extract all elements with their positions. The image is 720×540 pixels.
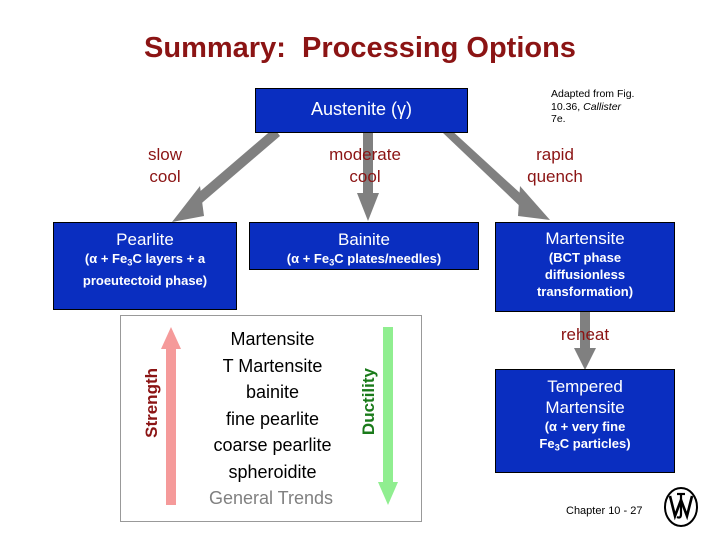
box-martensite-subtext: (BCT phase diffusionless transformation) bbox=[496, 249, 674, 300]
list-item: T Martensite bbox=[222, 355, 323, 376]
tempered-sub-line1: (α + very fine bbox=[544, 419, 626, 434]
list-item: bainite bbox=[245, 382, 300, 402]
tempered-sub-line2-sub: 3 bbox=[554, 442, 560, 453]
tempered-sub-line2-pre: Fe bbox=[539, 436, 555, 451]
box-pearlite-subtext: (α + Fe3C layers + a proeutectoid phase) bbox=[54, 250, 236, 289]
bainite-formula-pre: (α + Fe bbox=[286, 251, 330, 266]
martensite-sub-line1: (BCT phase bbox=[548, 250, 622, 265]
box-bainite-heading: Bainite bbox=[338, 230, 390, 249]
adapted-line-1: Adapted from Fig. bbox=[551, 88, 635, 100]
list-item: coarse pearlite bbox=[213, 435, 332, 455]
adapted-line-2-number: 10.36, bbox=[551, 100, 584, 113]
list-item: spheroidite bbox=[228, 461, 317, 482]
pearlite-formula-post: C layers + a bbox=[132, 251, 206, 266]
arrow-rapid-quench bbox=[440, 128, 555, 224]
pearlite-formula-sub: 3 bbox=[127, 257, 133, 268]
arrow-moderate-cool bbox=[355, 131, 381, 223]
box-martensite-heading: Martensite bbox=[545, 229, 625, 248]
box-tempered-martensite[interactable]: Tempered Martensite (α + very fine Fe3C … bbox=[495, 369, 675, 473]
tempered-sub-line2-post: C particles) bbox=[559, 436, 631, 451]
pearlite-formula-pre: (α + Fe bbox=[84, 251, 128, 266]
adapted-line-2-source: Callister bbox=[583, 100, 622, 113]
martensite-sub-line2: diffusionless bbox=[544, 267, 626, 282]
strength-up-arrow bbox=[160, 327, 182, 505]
list-item: Martensite bbox=[230, 329, 315, 349]
chapter-footer: Chapter 10 - 27 bbox=[566, 505, 643, 517]
arrow-reheat bbox=[572, 312, 598, 372]
box-tempered-heading-line2: Martensite bbox=[545, 398, 625, 417]
box-pearlite-heading: Pearlite bbox=[116, 230, 174, 249]
label-slow-cool: slow cool bbox=[147, 145, 182, 186]
pearlite-formula-line2: proeutectoid phase) bbox=[82, 272, 208, 288]
general-trends-caption: General Trends bbox=[208, 488, 334, 508]
bainite-formula-post: C plates/needles) bbox=[334, 251, 442, 266]
box-austenite[interactable]: Austenite (γ) bbox=[255, 88, 468, 133]
page-title: Summary: Processing Options bbox=[144, 32, 576, 64]
trend-item-list: Martensite T Martensite bainite fine pea… bbox=[155, 326, 390, 485]
box-martensite[interactable]: Martensite (BCT phase diffusionless tran… bbox=[495, 222, 675, 312]
label-rapid-quench: rapid quench bbox=[527, 145, 583, 186]
general-trends-panel bbox=[120, 315, 422, 522]
bainite-formula-sub: 3 bbox=[329, 257, 335, 268]
adapted-line-3: 7e. bbox=[551, 113, 566, 125]
box-tempered-subtext: (α + very fine Fe3C particles) bbox=[496, 418, 674, 457]
label-reheat: reheat bbox=[560, 325, 610, 344]
martensite-sub-line3: transformation) bbox=[536, 284, 634, 299]
box-austenite-heading: Austenite (γ) bbox=[310, 99, 413, 119]
label-moderate-cool: moderate cool bbox=[329, 145, 401, 186]
box-bainite-subtext: (α + Fe3C plates/needles) bbox=[250, 250, 478, 272]
wiley-monogram-logo-icon bbox=[660, 484, 702, 530]
box-bainite[interactable]: Bainite (α + Fe3C plates/needles) bbox=[249, 222, 479, 270]
adapted-from-note: Adapted from Fig. 10.36, Callister 7e. bbox=[551, 88, 691, 126]
ductility-down-arrow bbox=[377, 327, 399, 505]
arrow-slow-cool bbox=[170, 128, 280, 224]
box-tempered-heading-line1: Tempered bbox=[547, 377, 623, 396]
list-item: fine pearlite bbox=[225, 408, 320, 429]
box-pearlite[interactable]: Pearlite (α + Fe3C layers + a proeutecto… bbox=[53, 222, 237, 310]
